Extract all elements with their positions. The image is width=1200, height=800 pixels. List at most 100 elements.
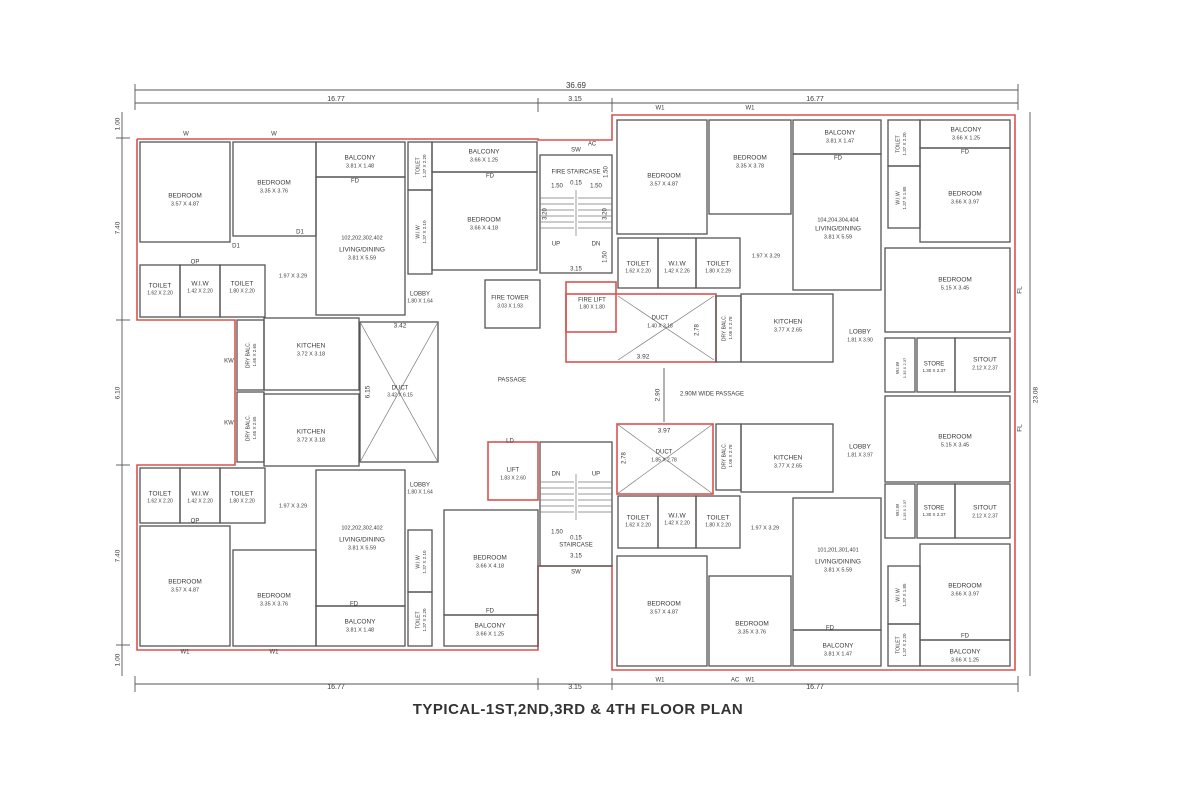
label-balcony-size: 3.66 X 1.25 xyxy=(952,135,980,141)
label-wiw: W.I.W xyxy=(415,555,421,569)
label-bedroom: BEDROOM xyxy=(467,217,501,224)
label-lobby-size: 1.80 X 1.64 xyxy=(407,298,433,304)
label-sitout: SITOUT xyxy=(973,357,997,364)
side-dimension-lines: 1.00 7.40 6.10 7.40 1.00 23.08 FL FL xyxy=(115,112,1040,676)
label-living-dining: LIVING/DINING xyxy=(339,537,385,544)
label-bedroom-size: 3.35 X 3.76 xyxy=(260,601,288,607)
label-bedroom: BEDROOM xyxy=(168,193,202,200)
tag-up: UP xyxy=(592,472,600,478)
label-store: STORE xyxy=(924,362,945,368)
tag-op: OP xyxy=(191,260,200,266)
room-bedroom xyxy=(139,141,231,243)
room-kitchen xyxy=(263,393,360,467)
stair-width-top2-dim: 1.50 xyxy=(590,184,602,190)
label-bedroom-size: 3.57 X 4.87 xyxy=(171,587,199,593)
room-bedroom xyxy=(431,171,538,271)
label-balcony-size: 3.81 X 1.47 xyxy=(826,138,854,144)
room-bedroom xyxy=(616,119,708,235)
tag-french-door: FD xyxy=(351,179,360,185)
label-staircase: STAIRCASE xyxy=(559,543,593,549)
label-balcony-size: 3.81 X 1.48 xyxy=(346,627,374,633)
tag-sw: SW xyxy=(571,570,581,576)
label-toilet: TOILET xyxy=(627,261,650,268)
room-balcony xyxy=(919,119,1011,149)
label-passage-size: 1.97 X 3.29 xyxy=(279,503,307,509)
label-lobby: LOBBY xyxy=(410,483,430,489)
label-lift-size: 1.83 X 2.60 xyxy=(500,475,526,481)
tag-french-door: FD xyxy=(826,626,835,632)
label-kitchen-size: 3.77 X 2.65 xyxy=(774,327,802,333)
label-kitchen: KITCHEN xyxy=(774,319,803,326)
duct-small-top-dim: 3.92 xyxy=(637,354,650,361)
tag-ac: AC xyxy=(588,142,597,148)
room-sitout xyxy=(954,483,1011,539)
label-fire-lift: FIRE LIFT xyxy=(578,298,606,304)
fl-tag-upper: FL xyxy=(1017,286,1024,294)
lift xyxy=(487,441,539,501)
central-core xyxy=(359,154,717,567)
room-wiw xyxy=(884,483,916,539)
label-wiw-size: 1.42 X 2.20 xyxy=(187,288,213,294)
label-wiw: W.I.W xyxy=(191,491,209,498)
room-sitout xyxy=(954,337,1011,393)
label-unit-number: 101,201,301,401 xyxy=(817,547,858,553)
label-dry-balcony: DRY BALC. xyxy=(721,443,727,469)
stair-bottom-label-dim: 1.50 xyxy=(551,530,563,536)
label-kitchen: KITCHEN xyxy=(774,455,803,462)
label-toilet-size: 1.80 X 2.20 xyxy=(705,522,731,528)
room-bedroom xyxy=(884,395,1011,483)
label-toilet-size: 1.37 X 2.20 xyxy=(902,633,907,657)
room-living-dining xyxy=(315,176,406,316)
room-toilet xyxy=(407,591,433,647)
stair-left-height-dim: 3.20 xyxy=(543,208,549,220)
stair-bottom-width-dim: 3.15 xyxy=(570,267,582,273)
label-bedroom-size: 3.35 X 3.78 xyxy=(736,163,764,169)
label-unit-number: 102,202,302,402 xyxy=(341,235,382,241)
label-toilet: TOILET xyxy=(707,261,730,268)
label-toilet-size: 1.62 X 2.20 xyxy=(625,268,651,274)
unit-left-upper xyxy=(139,141,538,467)
duct-bottom xyxy=(616,423,714,495)
label-bedroom-size: 3.57 X 4.87 xyxy=(171,201,199,207)
label-duct-size: 3.42 X 6.15 xyxy=(387,392,413,398)
label-kitchen-size: 3.72 X 3.18 xyxy=(297,351,325,357)
label-wiw-size: 1.37 X 1.85 xyxy=(902,583,907,607)
room-balcony xyxy=(443,614,539,647)
label-wiw-size: 1.42 X 2.26 xyxy=(664,268,690,274)
top-dimension-lines: 36.69 16.77 3.15 16.77 xyxy=(134,81,1019,112)
tag-ac: AC xyxy=(731,678,740,684)
label-passage-size: 1.97 X 3.29 xyxy=(752,253,780,259)
label-balcony: BALCONY xyxy=(468,149,500,156)
plan-title: TYPICAL-1ST,2ND,3RD & 4TH FLOOR PLAN xyxy=(413,701,744,718)
label-toilet-size: 1.37 X 2.20 xyxy=(422,154,427,178)
label-bedroom: BEDROOM xyxy=(938,434,972,441)
room-toilet xyxy=(219,467,266,524)
label-toilet: TOILET xyxy=(895,636,901,653)
label-balcony: BALCONY xyxy=(344,155,376,162)
label-balcony: BALCONY xyxy=(824,130,856,137)
label-kitchen-size: 3.77 X 2.65 xyxy=(774,463,802,469)
bottom-dimension-lines: 16.77 3.15 16.77 xyxy=(134,676,1019,692)
left-top-dim: 1.00 xyxy=(115,117,122,130)
label-bedroom-size: 3.35 X 3.76 xyxy=(260,188,288,194)
label-bedroom: BEDROOM xyxy=(473,555,507,562)
label-toilet-size: 1.62 X 2.20 xyxy=(147,498,173,504)
room-kitchen xyxy=(740,293,834,363)
tag-french-door: FD xyxy=(350,602,359,608)
label-passage-size: 1.97 X 3.29 xyxy=(751,525,779,531)
label-wiw: W.I.W xyxy=(895,361,900,374)
label-toilet-size: 1.37 X 2.20 xyxy=(422,608,427,632)
room-toilet xyxy=(695,237,741,289)
label-passage: PASSAGE xyxy=(498,378,526,384)
label-living-dining-size: 3.81 X 5.59 xyxy=(348,545,376,551)
duct-width-dim: 3.42 xyxy=(394,323,407,330)
label-sitout-size: 2.12 X 2.37 xyxy=(972,513,998,519)
label-bedroom-size: 3.66 X 4.18 xyxy=(470,225,498,231)
tag-window: W xyxy=(183,132,189,138)
label-bedroom: BEDROOM xyxy=(257,593,291,600)
label-bedroom: BEDROOM xyxy=(948,583,982,590)
tag-door: D1 xyxy=(232,244,240,250)
label-bedroom: BEDROOM xyxy=(733,155,767,162)
room-balcony xyxy=(792,119,882,155)
label-toilet: TOILET xyxy=(149,283,172,290)
